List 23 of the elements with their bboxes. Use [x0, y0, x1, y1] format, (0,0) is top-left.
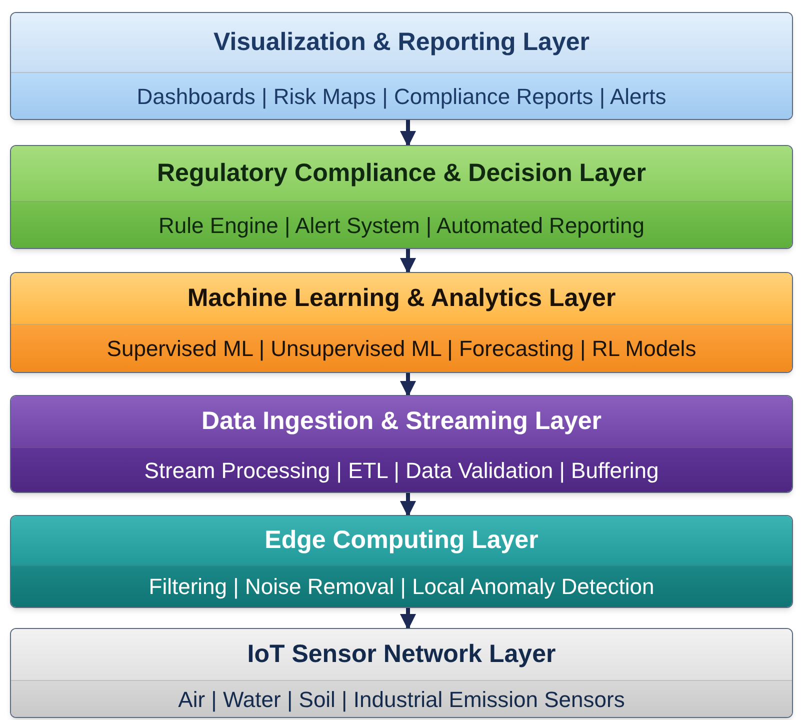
- arrow: [400, 373, 416, 397]
- layer-title: Regulatory Compliance & Decision Layer: [156, 158, 646, 189]
- arrow: [400, 608, 416, 630]
- layer-components: Rule Engine | Alert System | Automated Reporting: [158, 212, 644, 240]
- layer-title: IoT Sensor Network Layer: [247, 638, 556, 670]
- layer-box: [10, 12, 793, 120]
- layer-box: [10, 628, 793, 718]
- layer-components: Supervised ML | Unsupervised ML | Forecasting | RL Models: [106, 335, 696, 363]
- layer-title: Visualization & Reporting Layer: [213, 26, 590, 58]
- layer-box: [10, 145, 793, 249]
- layer-title: Machine Learning & Analytics Layer: [187, 282, 616, 314]
- arrow: [400, 249, 416, 274]
- layer-title: Data Ingestion & Streaming Layer: [201, 406, 602, 437]
- layer-components: Stream Processing | ETL | Data Validation | Buffering: [144, 456, 659, 485]
- layer-components: Dashboards | Risk Maps | Compliance Reports | Alerts: [136, 82, 666, 111]
- layer-box: [10, 395, 793, 493]
- layer-components: Air | Water | Soil | Industrial Emission Sensors: [178, 686, 625, 714]
- layer-title: Edge Computing Layer: [264, 524, 538, 556]
- layer-box: [10, 515, 793, 608]
- arrow: [400, 120, 416, 147]
- arrow: [400, 493, 416, 517]
- layer-box: [10, 272, 793, 373]
- layer-components: Filtering | Noise Removal | Local Anomaly Detection: [148, 573, 654, 601]
